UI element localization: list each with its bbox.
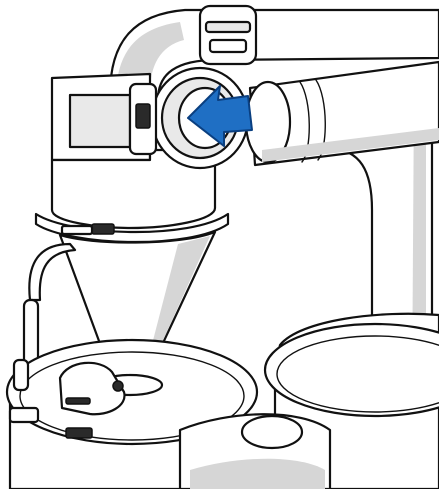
left-drum-handle	[12, 358, 30, 392]
lower-hose-opening	[240, 414, 304, 450]
airflow-arrow-icon	[187, 85, 253, 147]
right-drum-rim	[263, 322, 439, 418]
top-hose-clamp-latch	[208, 38, 248, 54]
top-elbow-hose	[108, 8, 439, 102]
lid-clamp-clip-front	[65, 427, 93, 439]
right-drum-rim-inner	[276, 335, 439, 413]
lid-latch-lever	[65, 397, 91, 405]
inlet-hose-shade	[262, 128, 439, 162]
inlet-hose-rib-1	[299, 81, 310, 163]
lower-hose-shade	[190, 458, 325, 489]
lid-clamp-clip-left	[8, 406, 40, 424]
top-hose-clamp	[198, 4, 258, 66]
top-hose-clamp-band	[204, 20, 252, 34]
lid-latch-knob	[112, 380, 124, 392]
cyclone-cylinder	[50, 148, 217, 230]
left-drum-lid-inner	[19, 351, 245, 441]
inlet-hose-rib-2	[315, 79, 326, 161]
left-support-bar	[28, 242, 77, 302]
cyclone-clamp-latch	[91, 223, 115, 235]
cyclone-cone-shade	[150, 236, 210, 356]
cyclone-clamp-lever	[60, 224, 94, 236]
cyclone-inlet-opening	[68, 93, 132, 149]
coupling-clamp-latch	[135, 103, 151, 129]
